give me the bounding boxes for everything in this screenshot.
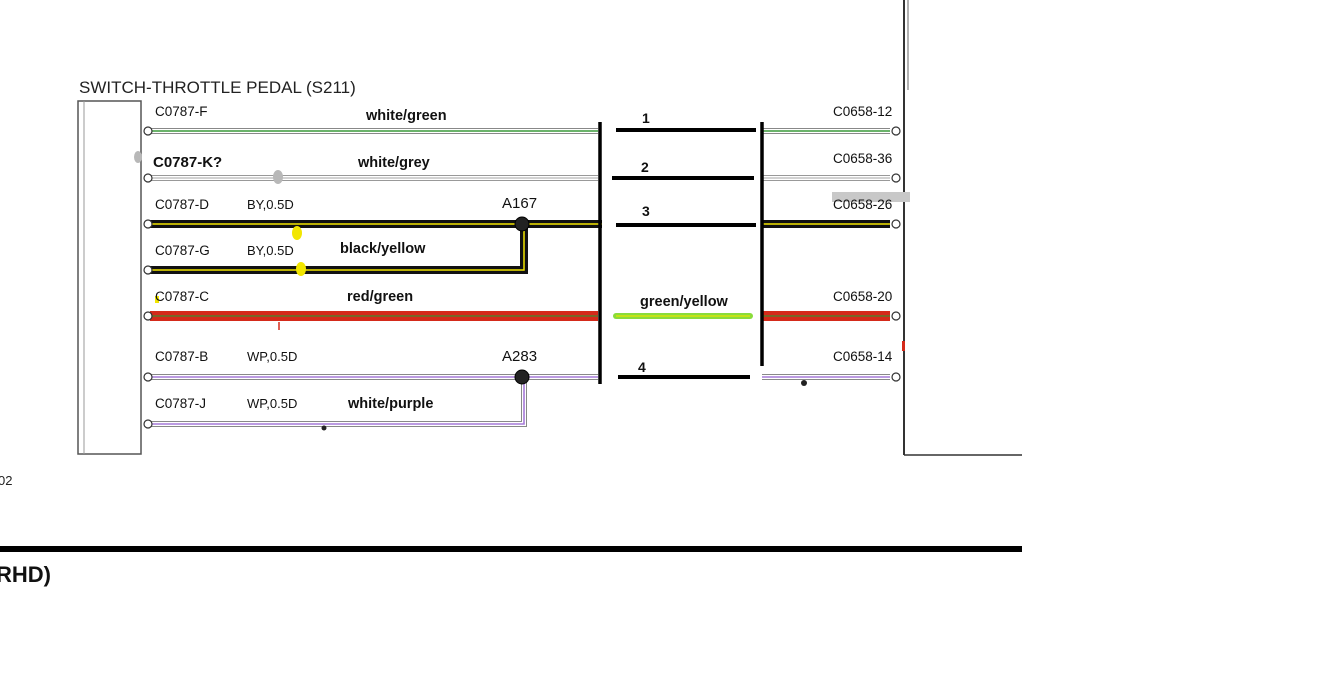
right-pin-label: C0658-26 <box>833 197 892 212</box>
left-pin-label: C0787-K? <box>153 154 222 171</box>
splice-label: A283 <box>502 348 537 365</box>
wire-spec: BY,0.5D <box>247 243 294 258</box>
left-pin-label: C0787-G <box>155 243 210 258</box>
left-pin-terminals <box>143 126 153 429</box>
break-number: 1 <box>642 110 650 126</box>
right-pin-label: C0658-20 <box>833 289 892 304</box>
break-number: 4 <box>638 359 646 375</box>
wire-color-label: white/green <box>365 108 447 124</box>
left-pin-label: C0787-F <box>155 104 208 119</box>
break-wire-label: green/yellow <box>640 294 729 310</box>
wire-white-purple-j <box>150 377 527 431</box>
throttle-pedal-switch-block <box>77 100 142 455</box>
left-pin-label: C0787-B <box>155 349 208 364</box>
right-pin-terminals <box>891 126 901 382</box>
edge-fragment-text: 02 <box>0 473 12 488</box>
cut-off-heading: RHD) <box>0 562 51 587</box>
splice-a167-dot <box>514 216 530 232</box>
right-pin-label: C0658-12 <box>833 104 892 119</box>
wire-spec: WP,0.5D <box>247 396 297 411</box>
left-pin-label: C0787-J <box>155 396 206 411</box>
wire-color-label: white/grey <box>357 155 430 171</box>
splice-label: A167 <box>502 195 537 212</box>
right-module-outline <box>903 0 1022 456</box>
wire-color-label: black/yellow <box>340 241 426 257</box>
right-pin-label: C0658-36 <box>833 151 892 166</box>
component-title: SWITCH-THROTTLE PEDAL (S211) <box>79 78 356 97</box>
wire-spec: WP,0.5D <box>247 349 297 364</box>
wire-red-green <box>150 311 905 351</box>
break-number: 2 <box>641 159 649 175</box>
wire-black-yellow-g <box>150 224 528 303</box>
wire-white-grey <box>134 151 910 202</box>
wire-spec: BY,0.5D <box>247 197 294 212</box>
left-pin-label: C0787-D <box>155 197 209 212</box>
right-pin-label: C0658-14 <box>833 349 893 364</box>
left-pin-label: C0787-C <box>155 289 209 304</box>
wire-color-label: white/purple <box>347 396 433 412</box>
splice-a283-dot <box>514 369 530 385</box>
break-number: 3 <box>642 203 650 219</box>
wire-color-label: red/green <box>347 289 413 305</box>
